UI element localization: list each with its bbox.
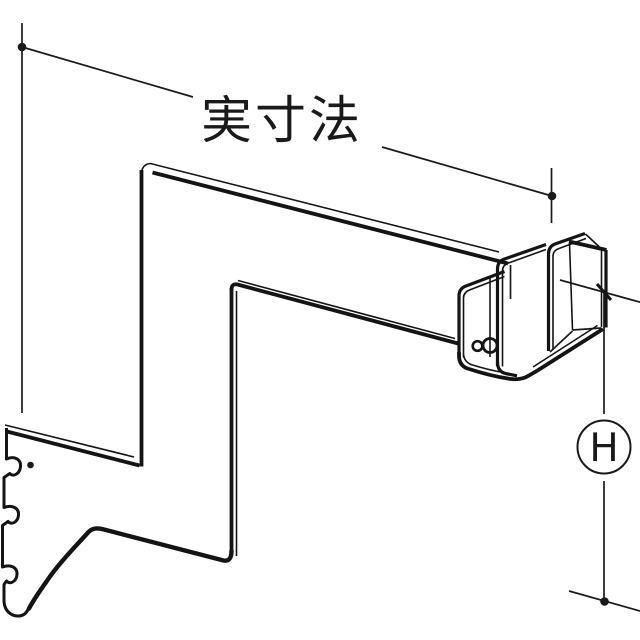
height-symbol: H xyxy=(589,426,618,471)
end-plate xyxy=(568,239,608,331)
end-plate-left-edge xyxy=(568,242,574,331)
lower-arm xyxy=(4,424,234,611)
height-leader-top xyxy=(559,279,640,304)
knob-wing-circle xyxy=(471,339,484,353)
arm-bottom-ogee-edge xyxy=(26,526,234,611)
upper-beam xyxy=(139,162,509,556)
fastener-knob xyxy=(471,337,499,354)
dimension-label: 実寸法 xyxy=(201,92,363,151)
dimension-endpoint-dot-left xyxy=(17,42,27,52)
clamp-bottom-far-edge xyxy=(536,327,605,373)
hook-teeth xyxy=(1,428,34,618)
near-strap-inner-edge xyxy=(462,275,505,358)
middle-strap-inner-edge xyxy=(501,248,547,367)
middle-strap-outer-edge xyxy=(495,242,547,366)
hook-pin-dot xyxy=(27,461,34,469)
clamp-assembly xyxy=(457,231,608,382)
middle-strap xyxy=(495,242,547,378)
arm-top-front-edge xyxy=(6,429,140,468)
end-plate-bottom-edge xyxy=(572,327,602,331)
height-symbol-circle xyxy=(576,419,632,475)
bracket-arm xyxy=(1,162,509,618)
beam-bottom-back-edge xyxy=(237,279,456,340)
crossbar-top-far-connector xyxy=(584,233,602,249)
arm-top-back-edge xyxy=(4,424,135,458)
end-plate-top-edge xyxy=(568,239,607,252)
middle-strap-bottom-edge xyxy=(495,361,518,378)
crossbar-near-thickness-edge xyxy=(552,237,587,350)
near-strap-outer-edge xyxy=(457,270,506,357)
height-tick-top xyxy=(595,283,613,301)
dimension-height: H xyxy=(559,279,640,612)
beam-top-back-edge xyxy=(140,162,500,253)
near-strap xyxy=(457,270,539,382)
dimension-actual-size: 実寸法 xyxy=(17,23,557,413)
near-strap-bottom-edge xyxy=(457,352,539,382)
hook-teeth-profile xyxy=(1,428,30,618)
near-strap-bottom-inner-edge xyxy=(462,353,505,374)
beam-bottom-front-edge xyxy=(229,282,461,346)
dimension-line-segment-right xyxy=(381,146,553,197)
crossbar-near-edge xyxy=(546,231,586,351)
dimension-line-segment-left xyxy=(21,46,194,98)
crossbar xyxy=(546,231,602,353)
height-endpoint-dot-bottom xyxy=(600,597,609,606)
crossbar-bottom-connector xyxy=(549,330,574,353)
beam-top-front-edge xyxy=(152,170,509,266)
clamp-bottom-far-inner-edge xyxy=(532,324,598,368)
